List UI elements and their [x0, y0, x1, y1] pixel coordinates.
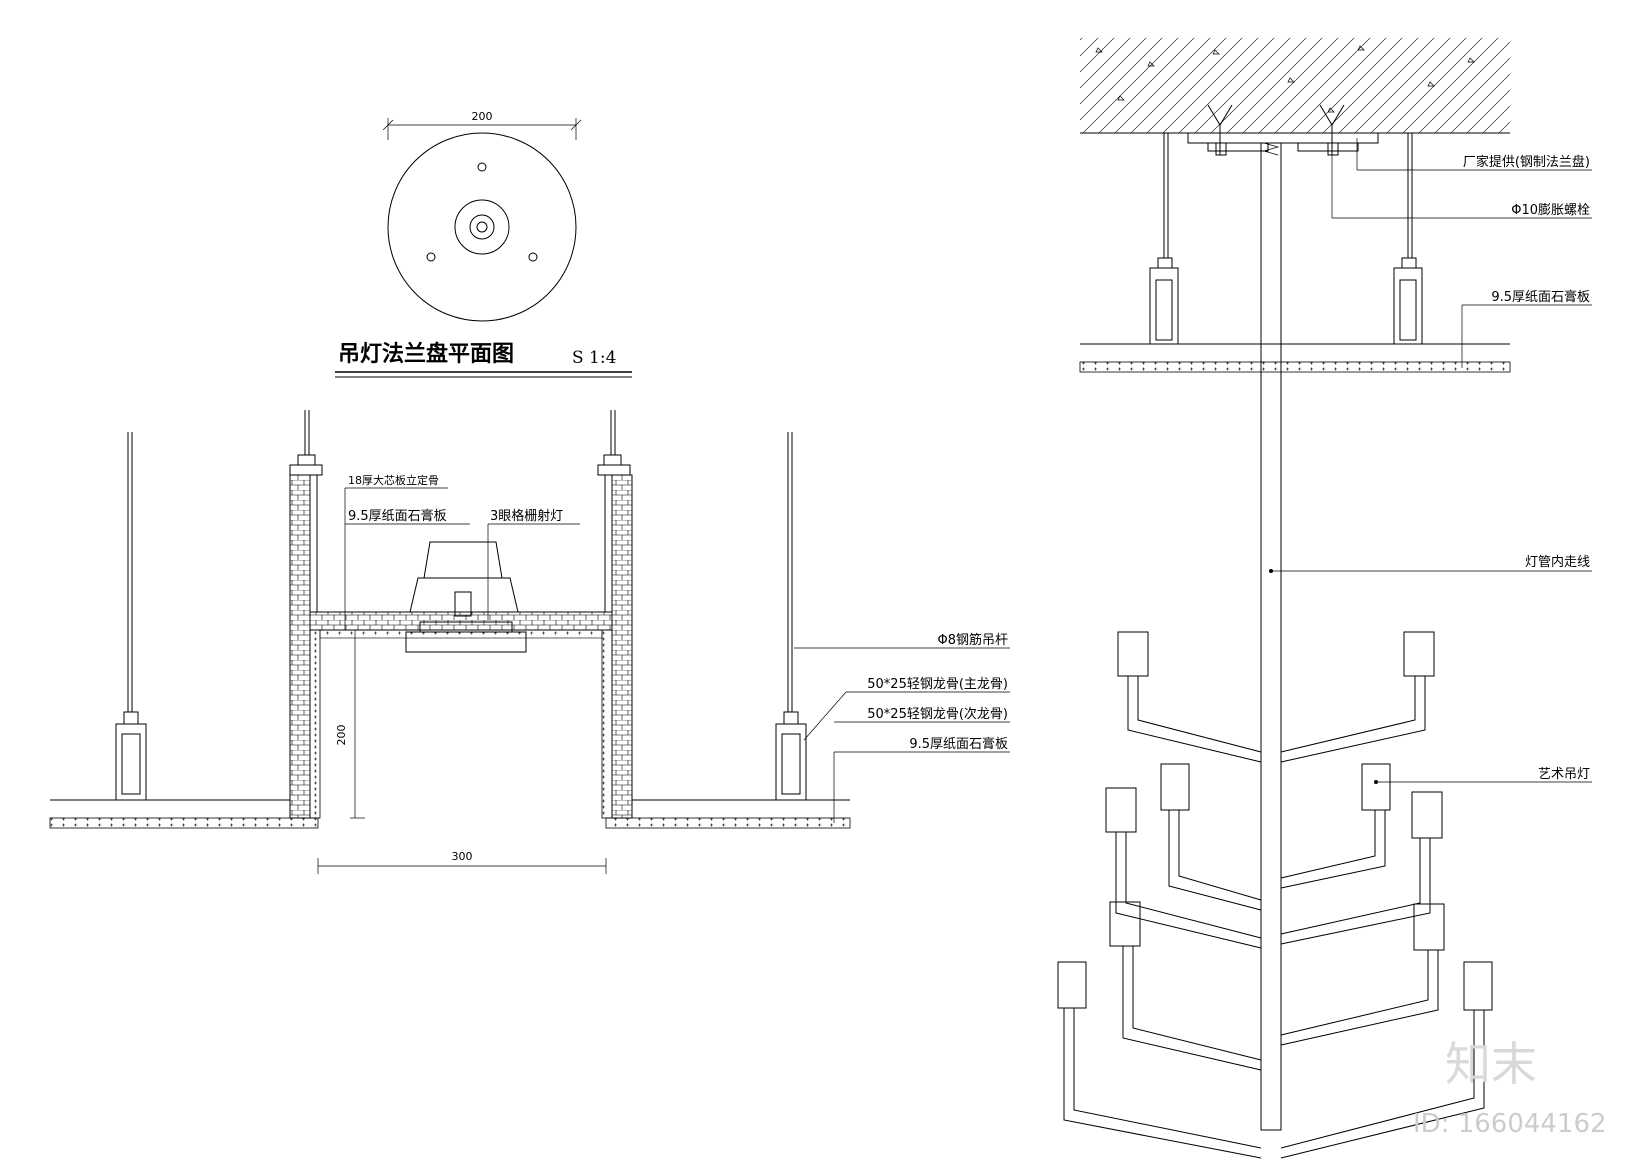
label-grille-light: 3眼格栅射灯: [490, 508, 563, 524]
plan-scale: S 1:4: [572, 348, 616, 368]
label-bolt: Φ10膨胀螺栓: [1511, 203, 1590, 218]
plan-title: 吊灯法兰盘平面图: [338, 341, 514, 367]
label-gypsum-top: 9.5厚纸面石膏板: [348, 508, 447, 524]
flange-plan: 200 吊灯法兰盘平面图 S 1:4: [335, 110, 632, 378]
label-main-keel: 50*25轻钢龙骨(主龙骨): [867, 677, 1008, 692]
label-wood-board: 18厚大芯板立定骨: [348, 473, 439, 487]
label-wiring: 灯管内走线: [1525, 554, 1590, 570]
label-sub-keel: 50*25轻钢龙骨(次龙骨): [867, 706, 1008, 722]
watermark-brand: 知末: [1445, 1037, 1537, 1091]
label-lamp: 艺术吊灯: [1538, 767, 1590, 782]
section-dim-height: 200: [335, 725, 348, 746]
label-rod: Φ8钢筋吊杆: [937, 632, 1008, 648]
label-gypsum-bottom: 9.5厚纸面石膏板: [909, 736, 1008, 752]
ceiling-section: 200 300 18厚大芯板立定骨 9.5厚纸面石膏板 3眼格栅射灯 Φ8钢筋吊…: [49, 410, 1010, 874]
pendant-section: 厂家提供(钢制法兰盘) Φ10膨胀螺栓 9.5厚纸面石膏板 灯管内走线 艺术吊灯: [1057, 38, 1592, 1159]
label-pendant-gypsum: 9.5厚纸面石膏板: [1491, 289, 1590, 305]
plan-dim-diameter: 200: [472, 110, 493, 123]
label-flange: 厂家提供(钢制法兰盘): [1463, 154, 1590, 170]
section-dim-width: 300: [452, 850, 473, 863]
watermark-id: ID: 166044162: [1413, 1109, 1607, 1139]
